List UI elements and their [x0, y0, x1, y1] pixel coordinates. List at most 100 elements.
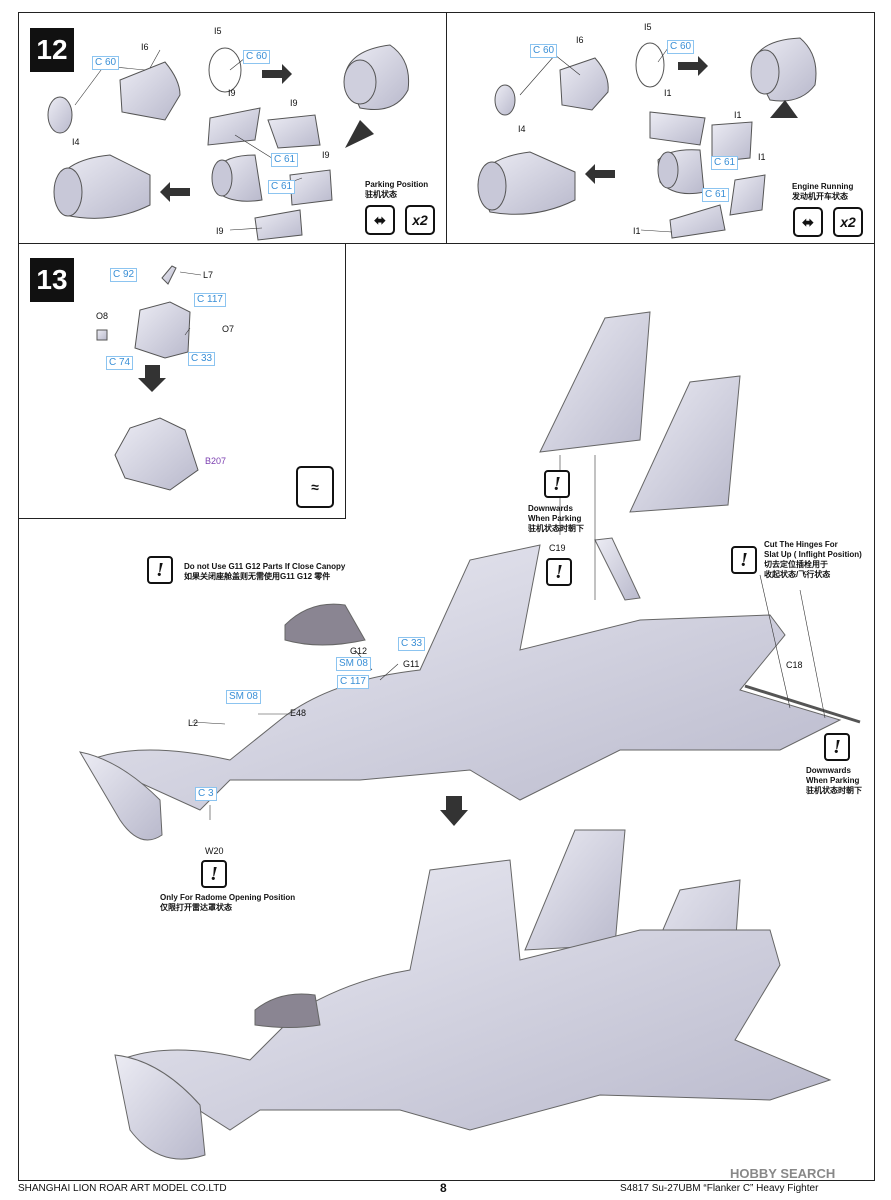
- label-i9: I9: [216, 226, 224, 236]
- label-i4: I4: [72, 137, 80, 147]
- warning-icon: !: [824, 733, 850, 761]
- label-i6: I6: [576, 35, 584, 45]
- part-i9-flap-2: [267, 114, 321, 149]
- step-13-number: 13: [30, 258, 74, 302]
- aircraft-upper: [79, 311, 861, 841]
- label-e48: E48: [290, 708, 307, 718]
- label-g12: G12: [350, 646, 368, 656]
- badge-title: Parking Position: [365, 180, 429, 189]
- callout-c60: C 60: [92, 56, 120, 70]
- label-l2: L2: [188, 718, 199, 728]
- quantity-badge: x2: [405, 205, 435, 235]
- slat-hinge-note: Cut The Hinges For Slat Up ( Inflight Po…: [764, 540, 862, 579]
- arrow-down-main: [440, 796, 468, 826]
- warning-icon: !: [201, 860, 227, 888]
- main-assembly-panel: [18, 243, 875, 1181]
- label-b207: B207: [205, 456, 227, 466]
- warning-icon: !: [731, 546, 757, 574]
- footer-product: S4817 Su-27UBM “Flanker C” Heavy Fighter: [620, 1183, 819, 1194]
- label-i4: I4: [518, 124, 526, 134]
- label-i9: I9: [290, 98, 298, 108]
- callout-c61: C 61: [711, 156, 739, 170]
- callout-c3: C 3: [195, 787, 217, 801]
- arrow-right-1: [262, 64, 292, 84]
- label-i1: I1: [633, 226, 641, 236]
- radome-lower: [114, 1054, 206, 1160]
- callout-c117: C 117: [337, 675, 369, 689]
- downwards-note-2: Downwards When Parking 驻机状态时朝下: [806, 766, 862, 795]
- label-i1: I1: [664, 88, 672, 98]
- part-i9-flap-4: [254, 209, 303, 241]
- leader-lines: [74, 47, 826, 820]
- callout-c61: C 61: [702, 188, 730, 202]
- callout-c60: C 60: [667, 40, 695, 54]
- downwards-note-1: Downwards When Parking 驻机状态时朝下: [528, 504, 584, 533]
- warning-icon: !: [546, 558, 572, 586]
- callout-c60: C 60: [530, 44, 558, 58]
- arrow-down-13: [138, 365, 166, 392]
- label-w20: W20: [205, 846, 224, 856]
- aircraft-lower: [114, 829, 832, 1160]
- label-g11: G11: [403, 659, 420, 669]
- part-c18-rod: [744, 684, 861, 724]
- arrow-diag-1: [345, 120, 374, 148]
- quantity-badge: x2: [833, 207, 863, 237]
- badge-subtitle: 发动机开车状态: [792, 192, 848, 201]
- step13-parts: [96, 265, 199, 491]
- label-c19: C19: [549, 543, 566, 553]
- step-12-number: 12: [30, 28, 74, 72]
- double-arrow-icon: ⬌: [793, 207, 823, 237]
- callout-c61: C 61: [271, 153, 299, 167]
- footer-company: SHANGHAI LION ROAR ART MODEL CO.LTD: [18, 1183, 227, 1194]
- part-o7-seat: [134, 301, 191, 359]
- radome-open: [79, 751, 163, 841]
- part-i9-flap-3: [289, 169, 333, 206]
- canopy: [284, 603, 366, 646]
- double-arrow-icon: ⬌: [365, 205, 395, 235]
- assembled-seat: [114, 417, 199, 491]
- callout-c74: C 74: [106, 356, 134, 370]
- callout-sm08: SM 08: [336, 657, 371, 671]
- part-i6-nozzle: [119, 61, 181, 121]
- warning-icon: !: [544, 470, 570, 498]
- label-i5: I5: [214, 26, 222, 36]
- vertical-tail-lower-1: [524, 829, 626, 951]
- label-i9: I9: [228, 88, 236, 98]
- fuselage-top: [88, 544, 842, 811]
- callout-c61: C 61: [268, 180, 296, 194]
- part-o8: [96, 329, 108, 341]
- parking-position-note: Parking Position 驻机状态: [365, 180, 428, 200]
- canopy-note: Do not Use G11 G12 Parts If Close Canopy…: [184, 562, 346, 581]
- part-i9-flap-1: [207, 107, 261, 146]
- label-i1: I1: [758, 152, 766, 162]
- radome-note: Only For Radome Opening Position 仅限打开雷达罩…: [160, 893, 296, 912]
- part-l7: [161, 265, 177, 285]
- label-o7: O7: [222, 324, 235, 334]
- label-i5: I5: [644, 22, 652, 32]
- canopy-lower: [254, 993, 321, 1028]
- callout-c92: C 92: [110, 268, 138, 282]
- callout-c60: C 60: [243, 50, 271, 64]
- footer-page-number: 8: [440, 1181, 447, 1195]
- step12-right-parts: [477, 37, 817, 239]
- step12-right-panel: [446, 12, 875, 244]
- part-c19-slat: [594, 537, 641, 601]
- vertical-tail-2: [629, 375, 741, 513]
- engine-running-note: Engine Running 发动机开车状态: [792, 182, 853, 202]
- badge-title: Engine Running: [792, 182, 854, 191]
- label-i9: I9: [322, 150, 330, 160]
- vertical-tail-1: [539, 311, 651, 453]
- label-l7: L7: [203, 270, 214, 280]
- callout-c33: C 33: [398, 637, 426, 651]
- callout-c33: C 33: [188, 352, 216, 366]
- warning-icon: !: [147, 556, 173, 584]
- badge-subtitle: 驻机状态: [365, 190, 397, 199]
- callout-sm08: SM 08: [226, 690, 261, 704]
- hobby-search-watermark: HOBBY SEARCH: [730, 1166, 836, 1181]
- part-i5-ring: [208, 47, 242, 93]
- decal-water-slide-icon: ≈: [296, 466, 334, 508]
- fuselage-lower: [118, 859, 832, 1131]
- part-i4-cone: [47, 96, 73, 134]
- step12-left-parts: [47, 44, 410, 241]
